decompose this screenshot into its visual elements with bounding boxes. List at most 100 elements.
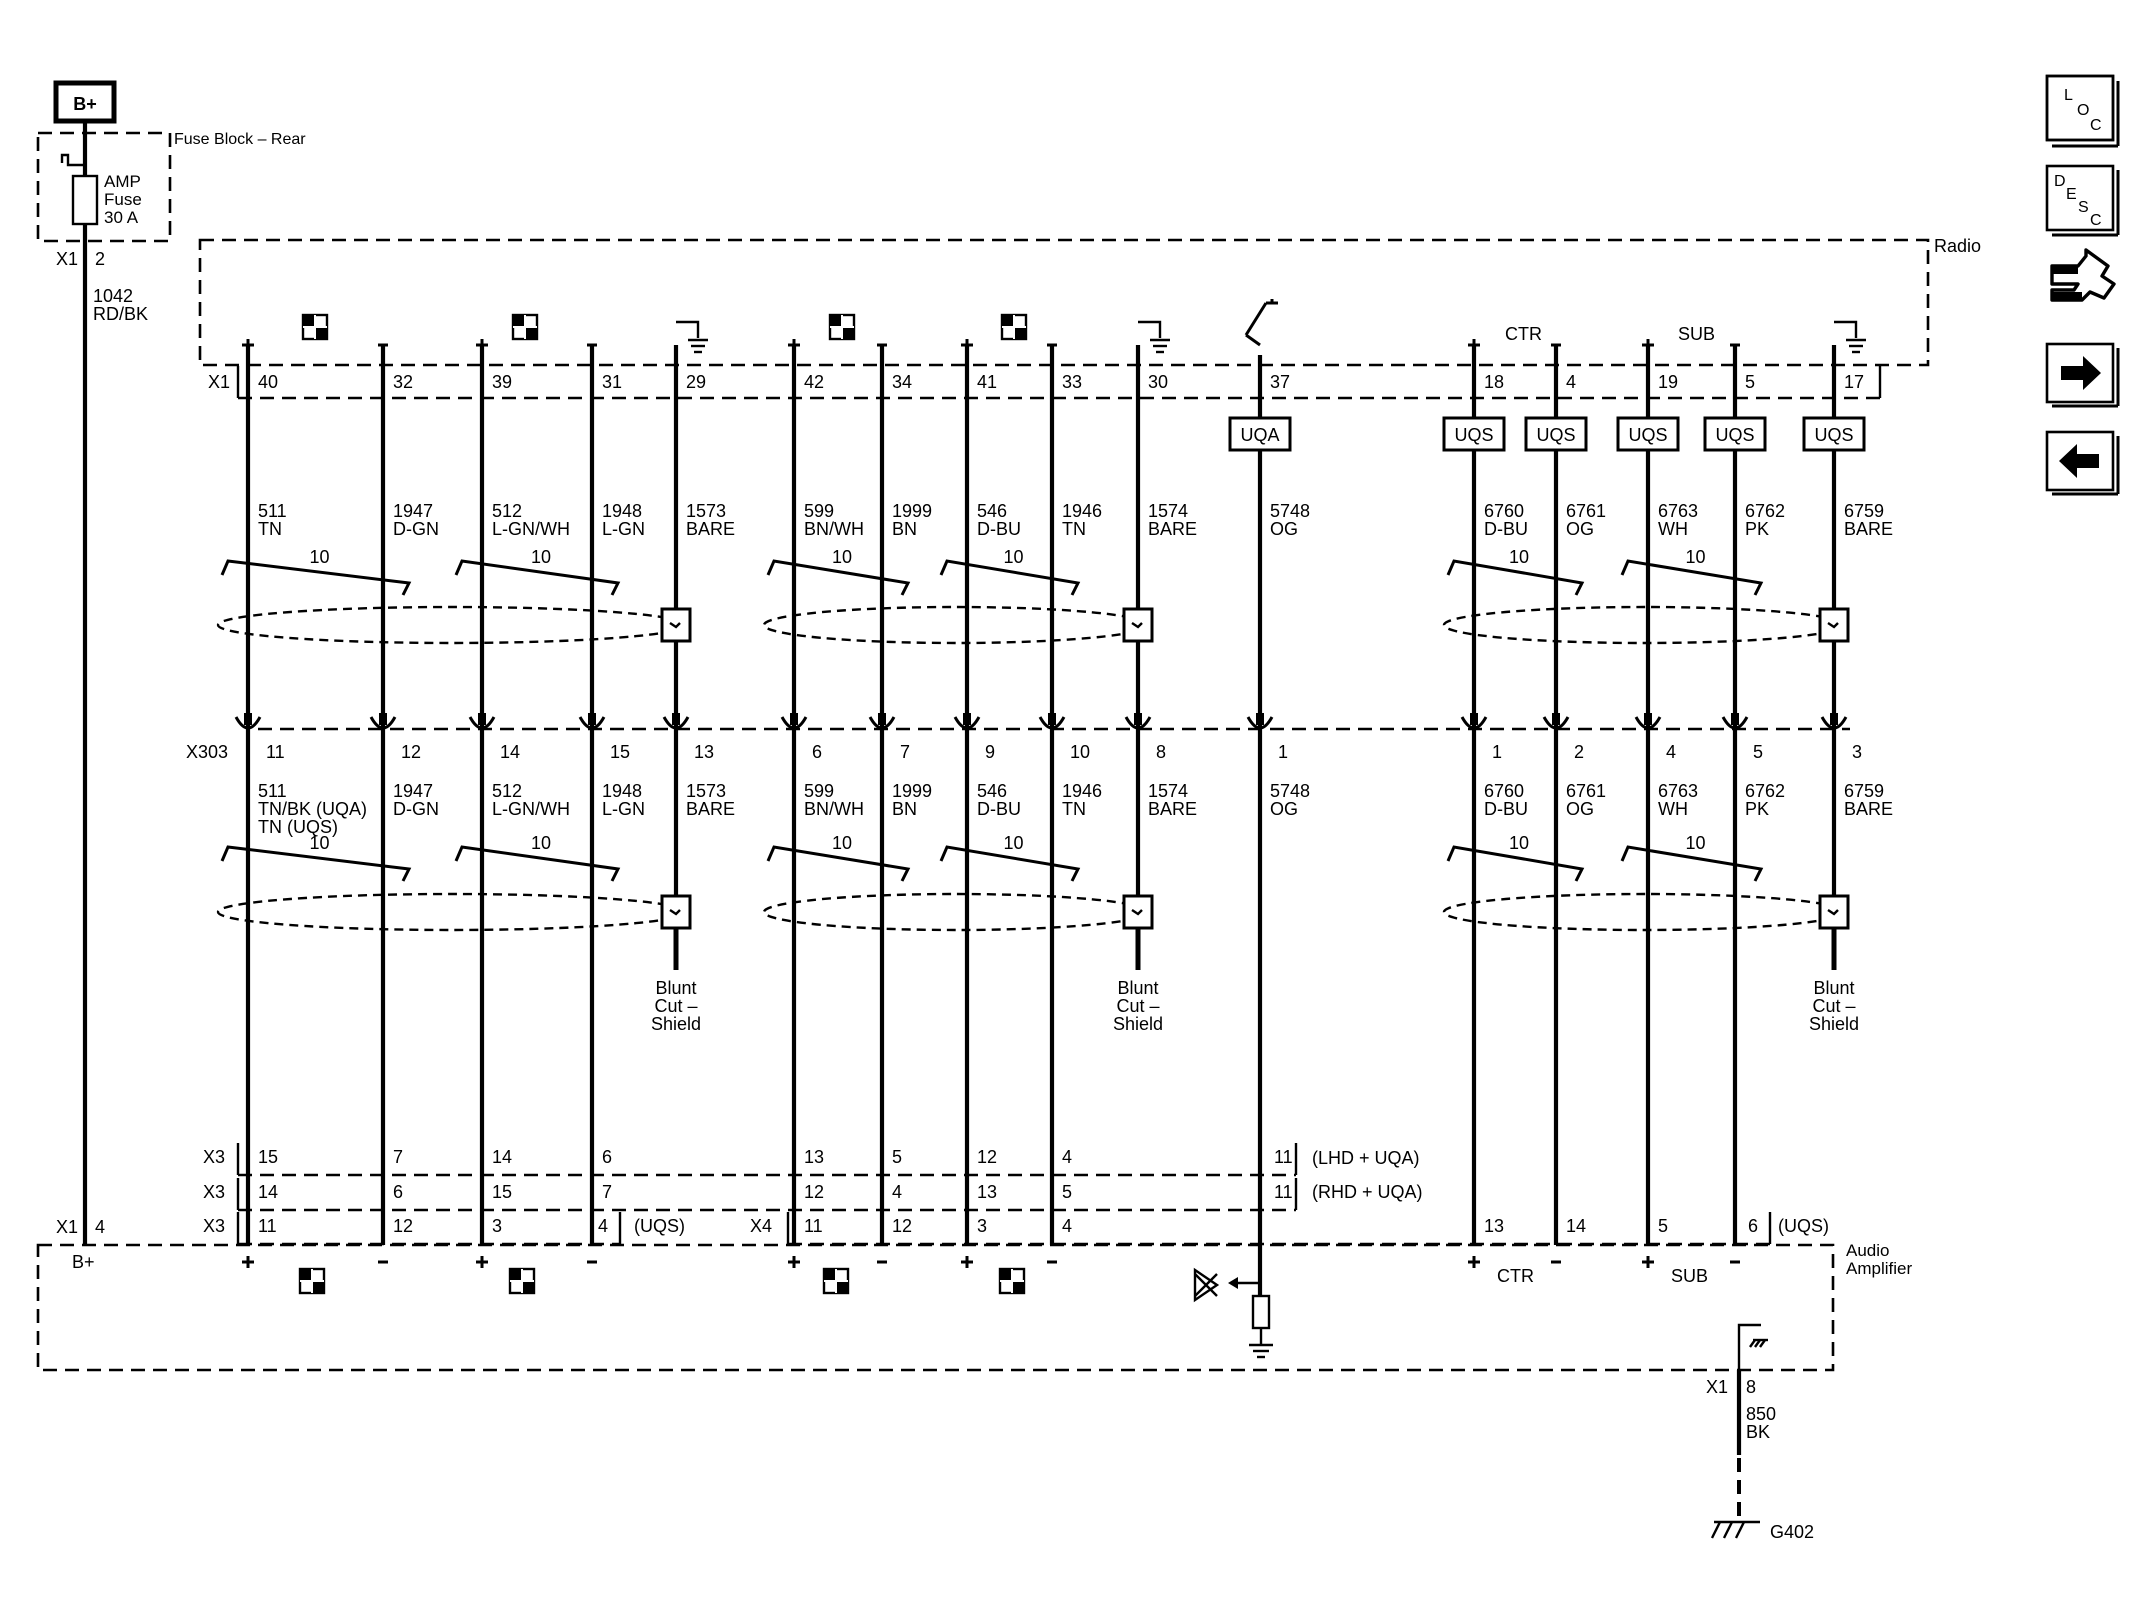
arrow-left-icon — [2059, 444, 2099, 478]
blunt-cut-line3: Shield — [651, 1014, 701, 1034]
radio-module — [198, 238, 1930, 367]
x303-pin-number: 15 — [610, 742, 630, 762]
wire-color: BN — [892, 799, 917, 819]
amp-pin-number: 6 — [393, 1182, 403, 1202]
speaker-icon — [301, 313, 329, 341]
x303-terminal: 9 — [953, 713, 995, 762]
ground-icon — [1834, 320, 1866, 354]
loc-letter-3: C — [2090, 117, 2102, 134]
wire-color: L-GN — [602, 519, 645, 539]
amp-pin-number: 14 — [492, 1147, 512, 1167]
shield-ellipse — [762, 605, 1154, 645]
amp-pin-number: 11 — [258, 1216, 277, 1236]
twisted-pair-marker: 10 — [220, 833, 412, 882]
location-button[interactable]: L O C — [2045, 74, 2120, 148]
x303-terminal: 11 — [234, 713, 285, 762]
desc-letter-2: E — [2066, 186, 2077, 203]
speaker-icon — [1000, 313, 1028, 341]
bplus-label: B+ — [73, 94, 97, 114]
wire-color: D-BU — [1484, 519, 1528, 539]
shield-ellipse — [1442, 892, 1850, 932]
x303-pin-number: 14 — [500, 742, 520, 762]
radio-pin-number: 18 — [1484, 372, 1504, 392]
amp-pin-number: 13 — [1484, 1216, 1504, 1236]
radio-pin-number: 39 — [492, 372, 512, 392]
ground-icon — [676, 320, 708, 354]
twisted-pair-marker: 10 — [1620, 547, 1764, 596]
option-code: UQS — [1536, 425, 1575, 445]
wire-color: BARE — [1148, 519, 1197, 539]
twist-count: 10 — [1004, 547, 1024, 567]
x303-pin-number: 13 — [694, 742, 714, 762]
ground-connector: X1 — [1706, 1377, 1728, 1397]
amp-pin-number: 6 — [602, 1147, 612, 1167]
amp-pin-number: 11 — [1274, 1147, 1293, 1167]
wire-color: WH — [1658, 519, 1688, 539]
wire-color: BARE — [686, 799, 735, 819]
x303-pin-number: 5 — [1753, 742, 1763, 762]
x303-pin-number: 2 — [1574, 742, 1584, 762]
wire-color: OG — [1270, 519, 1298, 539]
blunt-cut-line3: Shield — [1113, 1014, 1163, 1034]
plus-sign — [476, 1256, 488, 1268]
option-badge: UQS — [1442, 416, 1506, 452]
previous-page-button[interactable] — [2045, 430, 2120, 496]
x4-uqs-note: (UQS) — [1778, 1216, 1829, 1236]
amp-label-2: Amplifier — [1846, 1259, 1912, 1278]
amp-connector-id: X3 — [203, 1216, 225, 1236]
blunt-cut-line1: Blunt — [655, 978, 696, 998]
twist-count: 10 — [310, 833, 330, 853]
amp-pin-number: 14 — [258, 1182, 278, 1202]
wire-number: 6761 — [1566, 781, 1606, 801]
amp-ground — [1710, 1323, 1768, 1539]
amp-pin-number: 13 — [804, 1147, 824, 1167]
connector-end-view-icon[interactable] — [2050, 248, 2116, 302]
fuse-block-label: Fuse Block – Rear — [174, 131, 306, 148]
blunt-cut-line2: Cut – — [1812, 996, 1855, 1016]
amp-pin-number: 7 — [393, 1147, 403, 1167]
wire-number: 1999 — [892, 501, 932, 521]
ground-wire-color: BK — [1746, 1422, 1770, 1442]
x303-terminal: 3 — [1820, 713, 1862, 762]
wire-color: TN — [1062, 519, 1086, 539]
amp-connector-id: X3 — [203, 1147, 225, 1167]
shield-ellipse — [1442, 605, 1850, 645]
description-button[interactable]: D E S C — [2045, 164, 2120, 237]
wire-color: BN — [892, 519, 917, 539]
amp-connector-id: X3 — [203, 1182, 225, 1202]
wire-color: BN/WH — [804, 519, 864, 539]
wire-color: L-GN — [602, 799, 645, 819]
wire-number: 6759 — [1844, 781, 1884, 801]
amp-pin-number: 15 — [258, 1147, 278, 1167]
wire-color: BARE — [686, 519, 735, 539]
amp-pin-number: 15 — [492, 1182, 512, 1202]
wire-number: 6763 — [1658, 501, 1698, 521]
amp-pin-number: 3 — [977, 1216, 987, 1236]
x303-terminal: 13 — [662, 713, 714, 762]
amp-sub-label: SUB — [1671, 1266, 1708, 1286]
option-code: UQS — [1715, 425, 1754, 445]
radio-ctr-label: CTR — [1505, 324, 1542, 344]
wire-color: BARE — [1844, 519, 1893, 539]
audio-amplifier-module — [36, 1243, 1835, 1372]
wire-color: D-BU — [977, 799, 1021, 819]
wire-number: 1999 — [892, 781, 932, 801]
x1-bottom-connector: X1 — [56, 1217, 78, 1237]
next-page-button[interactable] — [2045, 342, 2120, 408]
wire-number: 1946 — [1062, 781, 1102, 801]
plus-sign — [788, 1256, 800, 1268]
x303-pin-number: 7 — [900, 742, 910, 762]
x303-pin-number: 8 — [1156, 742, 1166, 762]
twist-count: 10 — [310, 547, 330, 567]
amp-ctr-label: CTR — [1497, 1266, 1534, 1286]
amp-pin-number: 11 — [804, 1216, 823, 1236]
amp-pin-number: 12 — [804, 1182, 824, 1202]
wire-color: BARE — [1844, 799, 1893, 819]
wire-number: 6759 — [1844, 501, 1884, 521]
x303-pin-number: 1 — [1492, 742, 1502, 762]
wire-number: 512 — [492, 781, 522, 801]
wire-number: 6762 — [1745, 781, 1785, 801]
twist-count: 10 — [832, 833, 852, 853]
wire-color: PK — [1745, 799, 1769, 819]
x303-terminal: 5 — [1721, 713, 1763, 762]
